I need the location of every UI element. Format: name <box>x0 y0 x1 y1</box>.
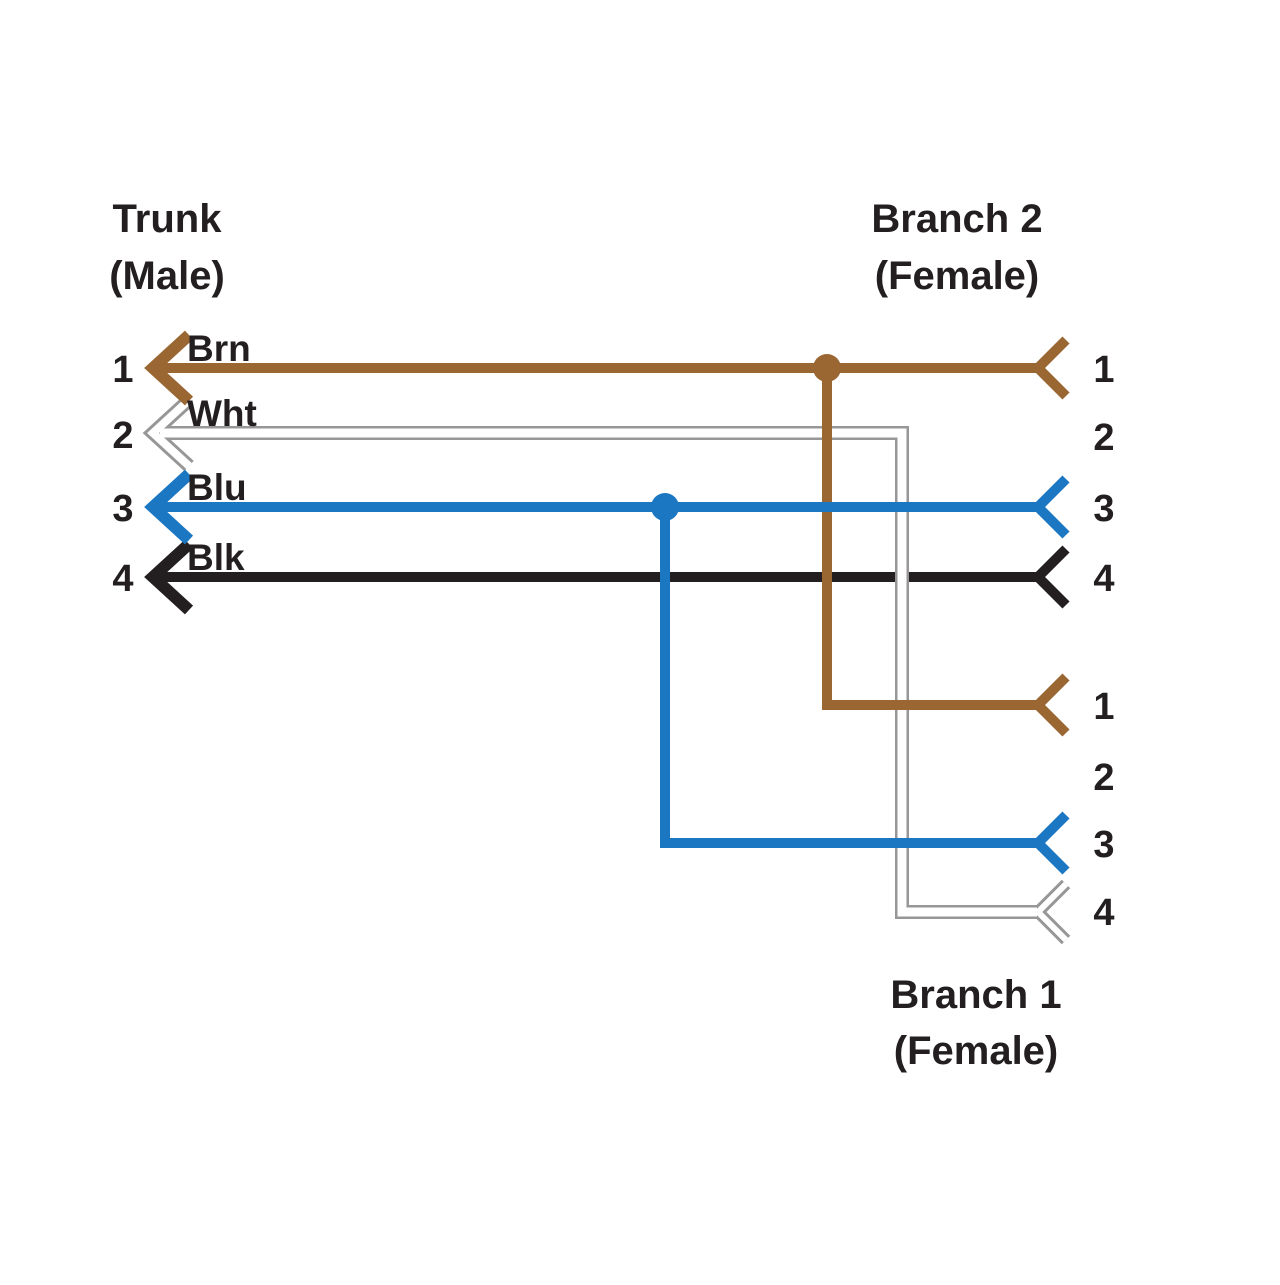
branch2-pin-4: 4 <box>1093 558 1114 600</box>
wire-white <box>142 394 1071 945</box>
wire-labels: Brn Wht Blu Blk <box>187 328 257 578</box>
branch1-pin-numbers: 1 2 3 4 <box>1093 686 1114 934</box>
branch1-subtitle: (Female) <box>894 1029 1059 1073</box>
junction-dot-brown <box>813 354 841 382</box>
wire-segment-blue-branch1 <box>660 507 1037 848</box>
branch1-title: Branch 1 <box>890 973 1061 1017</box>
branch2-pin-numbers: 1 2 3 4 <box>1093 349 1114 600</box>
wire-black <box>144 539 1070 615</box>
branch2-pin-1: 1 <box>1093 349 1114 391</box>
trunk-subtitle: (Male) <box>109 254 225 298</box>
female-pin-fork-brown-branch2 <box>1030 336 1070 400</box>
wire-segment-brown-branch1 <box>822 368 1037 710</box>
female-pin-fork-brown-branch1 <box>1030 673 1070 737</box>
male-pin-arrow-blue <box>144 469 194 545</box>
male-pin-arrow-black <box>144 539 194 615</box>
trunk-pin-2: 2 <box>112 415 133 457</box>
wire-segment-white <box>160 428 1037 917</box>
wire-label-brn: Brn <box>187 328 251 369</box>
trunk-pin-1: 1 <box>112 349 133 391</box>
branch2-title: Branch 2 <box>871 197 1042 241</box>
male-pin-arrow-white <box>147 397 192 469</box>
wire-label-blk: Blk <box>187 537 245 578</box>
female-pin-fork-blue-branch1 <box>1030 811 1070 875</box>
male-pin-arrow-brown <box>144 330 194 406</box>
trunk-title: Trunk <box>113 197 223 241</box>
wire-blue <box>144 469 1070 875</box>
wire-brown <box>144 330 1070 737</box>
branch1-pin-3: 3 <box>1093 824 1114 866</box>
trunk-pin-numbers: 1 2 3 4 <box>112 349 133 600</box>
connector-titles: Trunk (Male) Branch 2 (Female) Branch 1 … <box>109 197 1061 1073</box>
trunk-pin-4: 4 <box>112 558 133 600</box>
trunk-pin-3: 3 <box>112 488 133 530</box>
branch2-pin-2: 2 <box>1093 417 1114 459</box>
junction-dot-blue <box>651 493 679 521</box>
wire-label-blu: Blu <box>187 467 247 508</box>
branch2-subtitle: (Female) <box>875 254 1040 298</box>
branch1-pin-1: 1 <box>1093 686 1114 728</box>
female-pin-fork-black-branch2 <box>1030 545 1070 609</box>
female-pin-fork-blue-branch2 <box>1030 475 1070 539</box>
branch1-pin-4: 4 <box>1093 892 1114 934</box>
wire-label-wht: Wht <box>187 393 257 434</box>
branch2-pin-3: 3 <box>1093 488 1114 530</box>
female-pin-fork-white-branch1 <box>1033 881 1069 943</box>
branch1-pin-2: 2 <box>1093 757 1114 799</box>
